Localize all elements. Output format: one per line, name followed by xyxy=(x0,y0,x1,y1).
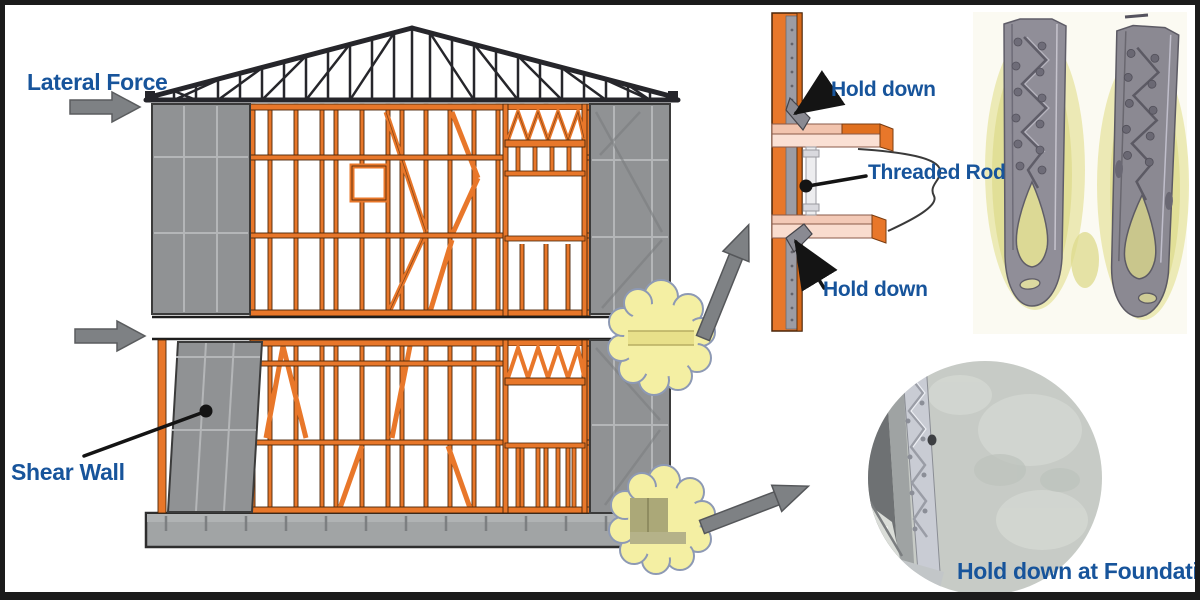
break-line xyxy=(857,148,942,232)
detail-pointer-arrow xyxy=(695,223,750,342)
hold-down-top-label: Hold down xyxy=(831,78,936,101)
lateral-force-arrow-lower xyxy=(74,319,147,353)
zoom-cloud-floor xyxy=(607,279,716,396)
window-opening-lower xyxy=(502,339,588,514)
zoom-cloud-foundation xyxy=(608,464,716,575)
shear-wall-label: Shear Wall xyxy=(11,459,125,485)
hold-down-detail-view xyxy=(771,12,942,332)
hold-down-foundation-label: Hold down at Foundation xyxy=(957,558,1200,584)
building-elevation xyxy=(143,25,690,549)
bracket-photo-right xyxy=(1110,24,1180,318)
shear-panel-tilted xyxy=(166,341,264,513)
callout-lines xyxy=(793,70,868,292)
foundation-slab xyxy=(144,511,690,549)
shear-wall-diagram xyxy=(69,12,1189,592)
callout-dot-rod xyxy=(799,179,813,193)
photo-hold-down-brackets xyxy=(973,12,1189,334)
lateral-force-label: Lateral Force xyxy=(27,69,168,95)
shear-wall-callout xyxy=(82,404,213,458)
floor-band xyxy=(152,315,676,341)
hold-down-bracket-bottom xyxy=(785,223,813,253)
window-opening-upper xyxy=(502,103,588,317)
second-story-wall xyxy=(151,103,671,317)
window-opening-small xyxy=(349,163,389,203)
detail-top-beam xyxy=(771,123,894,152)
shear-panel-upper-right xyxy=(589,103,671,315)
shear-panel-upper-left xyxy=(151,103,251,315)
first-story-wall xyxy=(157,339,671,514)
roof-truss xyxy=(143,25,681,103)
foundation-pointer-arrow xyxy=(698,484,811,535)
threaded-rod-label: Threaded Rod xyxy=(868,161,1006,184)
detail-threaded-rod xyxy=(802,146,820,216)
bracket-photo-left xyxy=(1003,18,1067,307)
hold-down-bottom-label: Hold down xyxy=(823,278,928,301)
lateral-force-arrow-upper xyxy=(69,90,142,124)
photo-hold-down-foundation xyxy=(868,361,1102,592)
